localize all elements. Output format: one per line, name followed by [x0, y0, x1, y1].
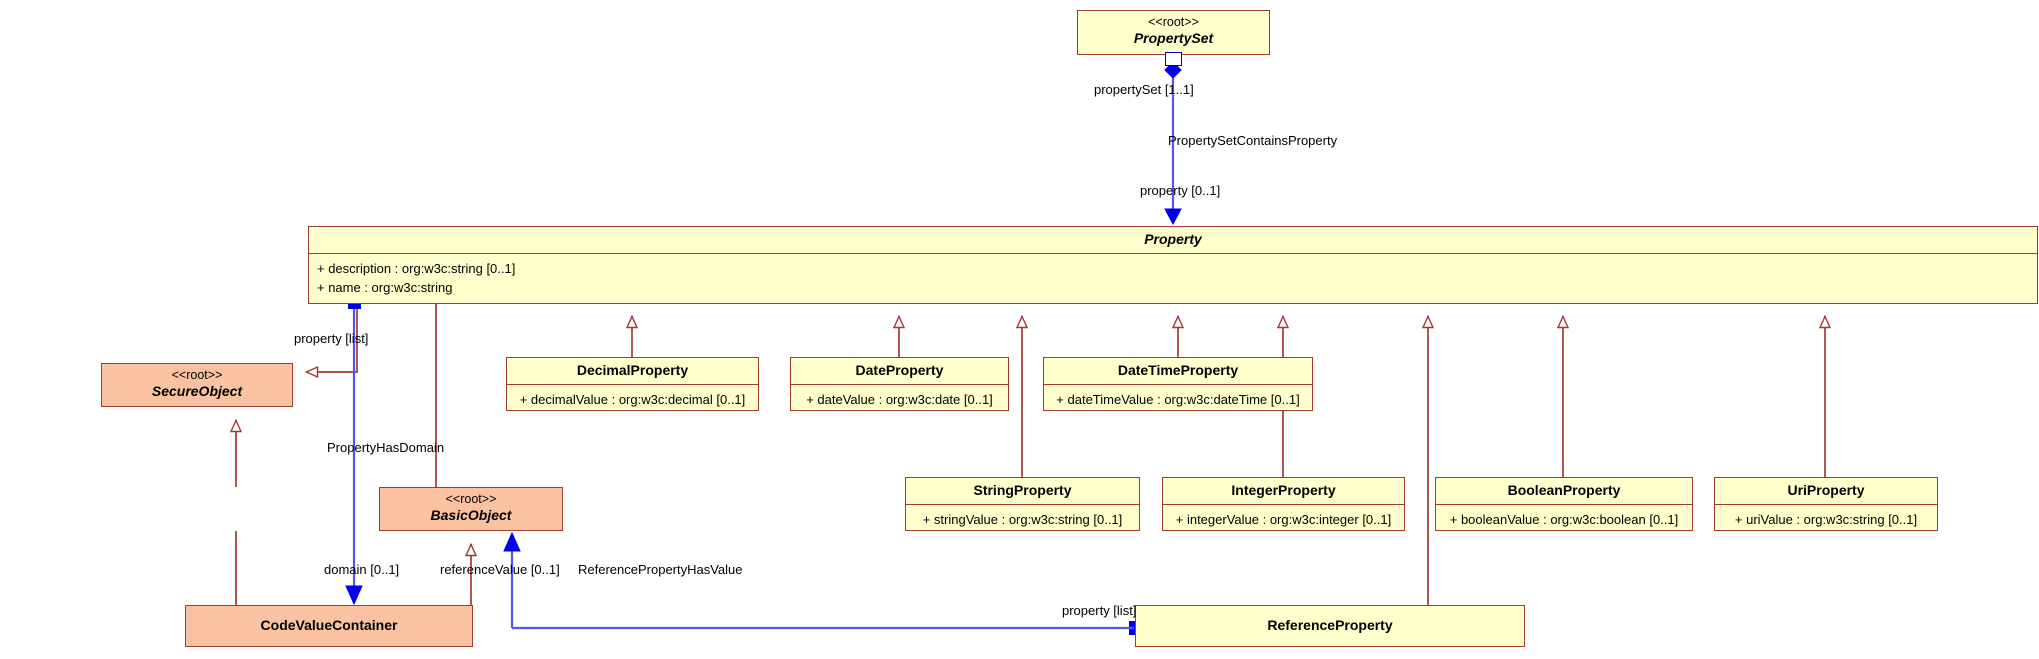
- class-box-secure-object[interactable]: <<root>> SecureObject: [101, 363, 293, 407]
- attribute-row: + uriValue : org:w3c:string [0..1]: [1734, 511, 1918, 527]
- class-box-date-time-property[interactable]: DateTimeProperty + dateTimeValue : org:w…: [1043, 357, 1313, 411]
- attribute-row: + decimalValue : org:w3c:decimal [0..1]: [519, 391, 746, 407]
- class-attributes-decimal-property: + decimalValue : org:w3c:decimal [0..1]: [507, 385, 758, 416]
- class-attributes-date-time-property: + dateTimeValue : org:w3c:dateTime [0..1…: [1044, 385, 1312, 416]
- class-header-date-time-property: DateTimeProperty: [1044, 358, 1312, 385]
- class-attributes-uri-property: + uriValue : org:w3c:string [0..1]: [1715, 505, 1937, 536]
- edge-label-reference-value-role: referenceValue [0..1]: [440, 562, 560, 577]
- edge-label-property-role-multiplicity: property [0..1]: [1140, 183, 1221, 198]
- class-header-secure-object: <<root>> SecureObject: [102, 364, 292, 404]
- class-header-date-property: DateProperty: [791, 358, 1008, 385]
- class-name-label: PropertySet: [1133, 29, 1214, 46]
- class-header-property-set: <<root>> PropertySet: [1078, 11, 1269, 51]
- class-box-reference-property[interactable]: ReferenceProperty: [1135, 605, 1525, 647]
- class-header-property: Property: [309, 227, 2037, 254]
- attribute-row: + description : org:w3c:string [0..1]: [317, 260, 516, 276]
- stereotype-label: <<root>>: [171, 368, 223, 382]
- class-name-label: DateTimeProperty: [1117, 362, 1239, 378]
- class-name-label: SecureObject: [151, 382, 243, 399]
- class-box-string-property[interactable]: StringProperty + stringValue : org:w3c:s…: [905, 477, 1140, 531]
- edge-label-domain-role: domain [0..1]: [324, 562, 400, 577]
- class-box-decimal-property[interactable]: DecimalProperty + decimalValue : org:w3c…: [506, 357, 759, 411]
- class-name-label: BasicObject: [430, 506, 512, 523]
- class-name-label: IntegerProperty: [1231, 482, 1336, 498]
- class-attributes-string-property: + stringValue : org:w3c:string [0..1]: [906, 505, 1139, 536]
- class-box-integer-property[interactable]: IntegerProperty + integerValue : org:w3c…: [1162, 477, 1405, 531]
- edge-label-propertyset-association-name: PropertySetContainsProperty: [1168, 133, 1338, 148]
- edge-referenceproperty-has-value: [503, 531, 1139, 635]
- edge-label-reference-association-name: ReferencePropertyHasValue: [578, 562, 743, 577]
- class-header-decimal-property: DecimalProperty: [507, 358, 758, 385]
- class-name-label: UriProperty: [1787, 482, 1865, 498]
- class-header-reference-property: ReferenceProperty: [1136, 606, 1524, 639]
- class-header-boolean-property: BooleanProperty: [1436, 478, 1692, 505]
- stereotype-label: <<root>>: [445, 492, 497, 506]
- attribute-row: + integerValue : org:w3c:integer [0..1]: [1175, 511, 1392, 527]
- class-header-integer-property: IntegerProperty: [1163, 478, 1404, 505]
- class-name-label: DecimalProperty: [576, 362, 689, 378]
- class-name-label: StringProperty: [973, 482, 1072, 498]
- edge-label-property-has-domain: PropertyHasDomain: [327, 440, 445, 455]
- class-box-uri-property[interactable]: UriProperty + uriValue : org:w3c:string …: [1714, 477, 1938, 531]
- class-header-code-value-container: CodeValueContainer: [186, 606, 472, 639]
- class-box-basic-object[interactable]: <<root>> BasicObject: [379, 487, 563, 531]
- class-name-label: Property: [1144, 231, 1202, 247]
- attribute-row: + booleanValue : org:w3c:boolean [0..1]: [1449, 511, 1679, 527]
- attribute-row: + stringValue : org:w3c:string [0..1]: [922, 511, 1123, 527]
- class-attributes-integer-property: + integerValue : org:w3c:integer [0..1]: [1163, 505, 1404, 536]
- class-attributes-date-property: + dateValue : org:w3c:date [0..1]: [791, 385, 1008, 416]
- class-box-boolean-property[interactable]: BooleanProperty + booleanValue : org:w3c…: [1435, 477, 1693, 531]
- class-box-property-set[interactable]: <<root>> PropertySet: [1077, 10, 1270, 55]
- attribute-row: + dateTimeValue : org:w3c:dateTime [0..1…: [1056, 391, 1300, 407]
- class-box-date-property[interactable]: DateProperty + dateValue : org:w3c:date …: [790, 357, 1009, 411]
- attribute-row: + name : org:w3c:string: [317, 280, 453, 296]
- composition-end-square: [1165, 52, 1182, 66]
- class-header-uri-property: UriProperty: [1715, 478, 1937, 505]
- class-header-string-property: StringProperty: [906, 478, 1139, 505]
- edge-label-property-role-list-left: property [list]: [294, 331, 369, 346]
- class-name-label: DateProperty: [855, 362, 944, 378]
- attribute-row: + dateValue : org:w3c:date [0..1]: [806, 391, 993, 407]
- class-name-label: ReferenceProperty: [1267, 617, 1393, 633]
- edge-label-property-role-list-right: property [list]: [1062, 603, 1137, 618]
- class-header-basic-object: <<root>> BasicObject: [380, 488, 562, 528]
- edge-label-propertyset-role: propertySet [1..1]: [1094, 82, 1194, 97]
- class-attributes-property: + description : org:w3c:string [0..1] + …: [309, 254, 2037, 304]
- stereotype-label: <<root>>: [1148, 15, 1199, 29]
- class-box-code-value-container[interactable]: CodeValueContainer: [185, 605, 473, 647]
- class-attributes-boolean-property: + booleanValue : org:w3c:boolean [0..1]: [1436, 505, 1692, 536]
- class-box-property[interactable]: Property + description : org:w3c:string …: [308, 226, 2038, 304]
- class-name-label: CodeValueContainer: [260, 617, 398, 633]
- class-name-label: BooleanProperty: [1507, 482, 1621, 498]
